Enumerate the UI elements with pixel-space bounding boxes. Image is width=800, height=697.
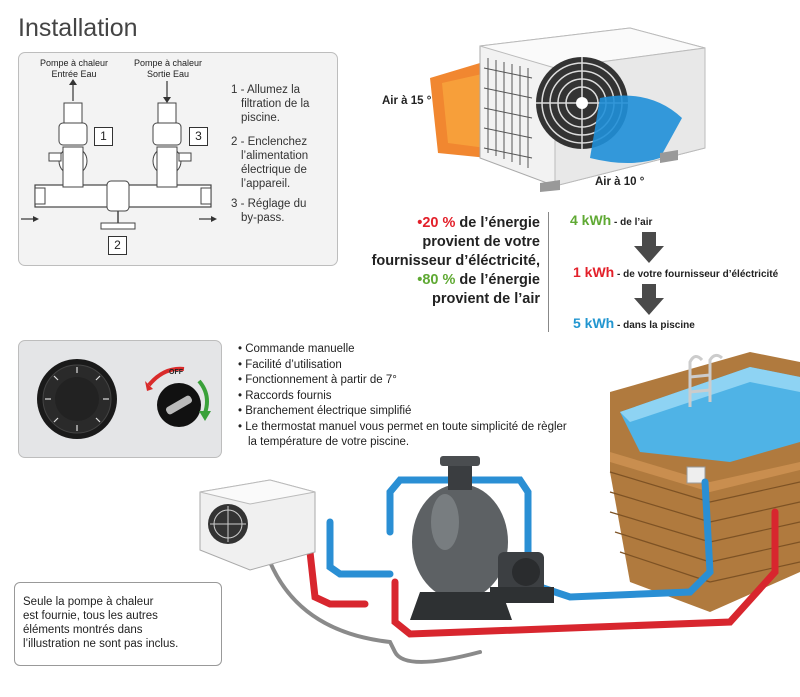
flow-desc-pool: - dans la piscine	[614, 320, 695, 331]
feature-item: la température de votre piscine.	[248, 436, 410, 448]
feature-item: • Le thermostat manuel vous permet en to…	[238, 420, 567, 433]
thermostat-knobs: OFF	[37, 359, 211, 439]
flow-value-electric: 1 kWh	[573, 264, 615, 280]
flow-row-air: 4 kWh - de l’air	[570, 212, 652, 230]
heat-pump-unit-icon	[199, 479, 316, 571]
control-panel-photo: OFF	[18, 340, 222, 458]
step-box-1: 1	[94, 127, 113, 146]
step-1-text: 1 - Allumez la filtration de la piscine.	[231, 84, 310, 124]
feature-item: • Raccords fournis	[238, 389, 332, 402]
feature-item: • Branchement électrique simplifié	[238, 405, 412, 417]
off-label: OFF	[169, 369, 184, 376]
down-arrow-icon	[634, 284, 664, 315]
pool-pump-icon	[490, 552, 554, 603]
outlet-label: Pompe à chaleur Sortie Eau	[123, 58, 213, 80]
cool-air-icon	[590, 95, 682, 163]
skimmer-icon	[686, 466, 706, 484]
feature-item: • Fonctionnement à partir de 7°	[238, 374, 397, 386]
feature-item: • Commande manuelle	[238, 343, 355, 355]
energy-text: •20 % de l’énergie provient de votre fou…	[352, 214, 540, 309]
disclaimer-note: Seule la pompe à chaleur est fournie, to…	[14, 582, 222, 666]
page-title: Installation	[18, 14, 138, 42]
energy-line-5: provient de l’air	[432, 291, 540, 307]
inlet-label-line1: Pompe à chaleur	[39, 58, 109, 68]
sand-filter-icon	[410, 456, 512, 620]
heat-pump-illustration	[430, 27, 706, 192]
air-in-label: Air à 15 °	[382, 95, 432, 107]
rotate-left-icon	[145, 381, 153, 391]
energy-line-4: •80 % de l’énergie	[417, 272, 540, 288]
step-3-text: 3 - Réglage du by-pass.	[231, 198, 307, 224]
pool-installation-illustration	[199, 352, 800, 664]
flow-row-pool: 5 kWh - dans la piscine	[573, 315, 695, 333]
divider	[548, 212, 549, 332]
inlet-label: Pompe à chaleur Entrée Eau	[29, 58, 119, 80]
rotate-right-icon	[199, 411, 211, 421]
energy-line-2: provient de votre	[422, 234, 540, 250]
installation-panel: Pompe à chaleur Entrée Eau Pompe à chale…	[18, 52, 338, 266]
flow-desc-electric: - de votre fournisseur d’éléctricité	[614, 269, 779, 280]
down-arrow-icon	[634, 232, 664, 263]
inlet-label-line2: Entrée Eau	[51, 69, 97, 79]
flow-desc-air: - de l’air	[611, 217, 653, 228]
flow-value-pool: 5 kWh	[573, 315, 615, 331]
flow-row-electric: 1 kWh - de votre fournisseur d’éléctrici…	[573, 264, 778, 282]
outlet-label-line2: Sortie Eau	[146, 69, 190, 79]
bypass-valve-drawing	[21, 79, 217, 230]
feature-item: • Facilité d’utilisation	[238, 358, 342, 371]
step-box-2: 2	[108, 236, 127, 255]
ladder-icon	[688, 353, 723, 407]
flow-value-air: 4 kWh	[570, 212, 612, 228]
outlet-label-line1: Pompe à chaleur	[133, 58, 203, 68]
air-out-label: Air à 10 °	[595, 176, 645, 188]
step-box-3: 3	[189, 127, 208, 146]
energy-line-1: •20 % de l’énergie	[417, 215, 540, 231]
features-list: • Commande manuelle • Facilité d’utilisa…	[238, 342, 598, 451]
energy-line-3: fournisseur d’éléctricité,	[371, 253, 540, 269]
step-2-text: 2 - Enclenchez l’alimentation électrique…	[231, 136, 309, 190]
